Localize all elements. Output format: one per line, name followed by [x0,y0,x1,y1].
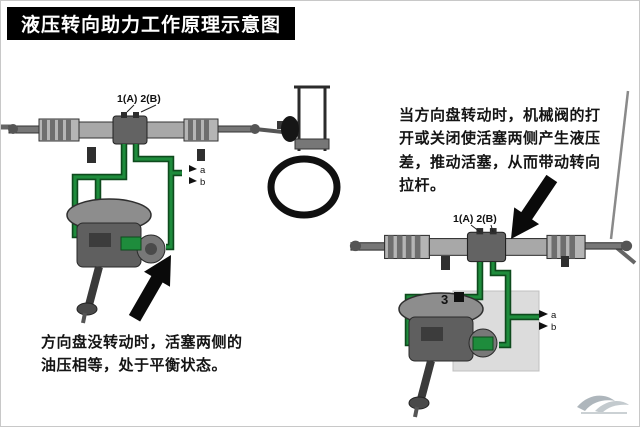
flow-arrow-b-left-icon [189,177,197,184]
valve-number-label: 3 [441,292,448,307]
left-rack-mount-2 [197,149,205,161]
left-valve-component [120,236,142,251]
port-b-label-left: b [200,177,205,188]
column-linkage [254,127,284,134]
right-gearbox [399,293,497,417]
flow-arrow-a-right-icon [539,310,548,318]
port-a-label-right: a [551,310,557,321]
watermark-swoosh-icon [577,395,629,414]
valve-fitting [454,292,464,302]
strut-line [609,90,630,240]
flow-arrow-a-left-icon [189,165,197,172]
right-rack-mount-2 [561,256,569,267]
right-valve-component [472,336,494,351]
left-gearbox [67,199,165,323]
right-ports-leader-lines [470,224,494,233]
title-bar: 液压转向助力工作原理示意图 [7,7,296,40]
annotation-wheel-not-turning: 方向盘没转动时，活塞两侧的油压相等，处于平衡状态。 [41,334,243,375]
port-a-label-left: a [200,165,206,176]
left-ports-leader-lines [126,104,157,113]
watermark-logo [575,391,631,420]
left-ports-label: 1(A) 2(B) [117,93,161,105]
right-tie-rod-stub [615,246,637,265]
left-rack-mount [87,147,96,163]
page-title: 液压转向助力工作原理示意图 [21,15,282,36]
annotation-wheel-turning: 当方向盘转动时，机械阀的打开或关闭使活塞两侧产生液压差，推动活塞，从而带动转向拉… [399,107,601,194]
flow-arrow-b-right-icon [539,322,548,330]
port-b-label-right: b [551,322,556,333]
steering-wheel [267,155,341,219]
right-steering-rack [349,227,633,263]
steering-column [277,85,330,151]
right-rack-mount [441,256,450,270]
right-ports-label: 1(A) 2(B) [453,213,497,225]
left-steering-rack [7,111,261,145]
